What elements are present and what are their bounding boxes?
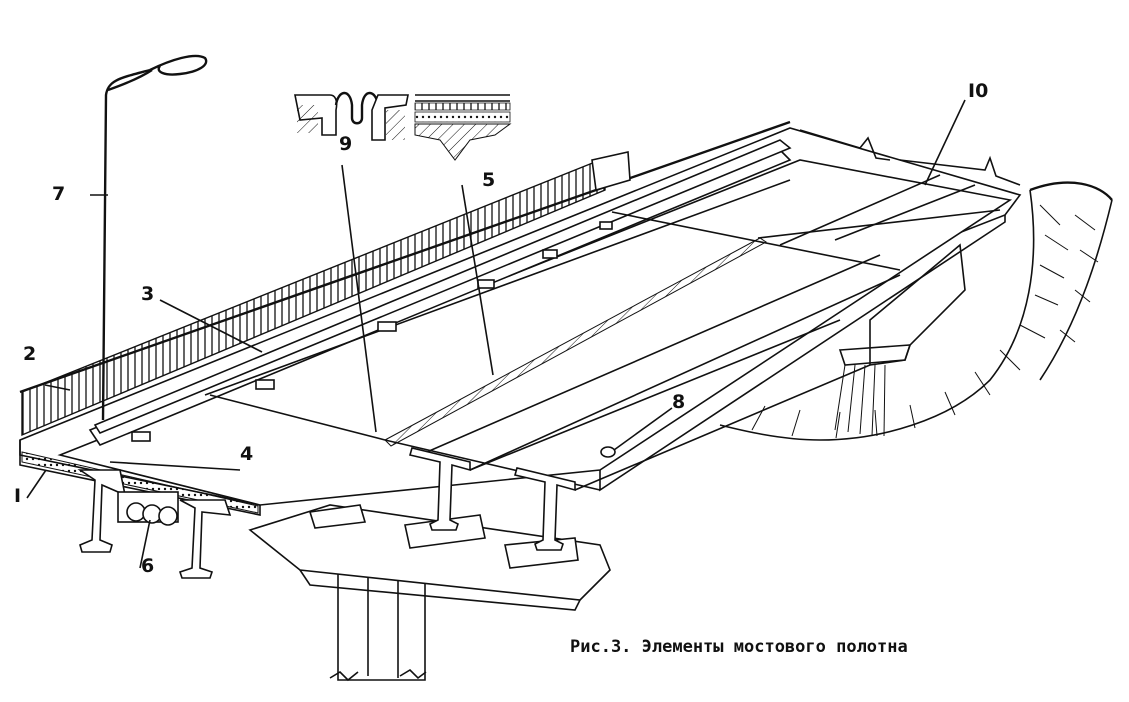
embankment-slope: [719, 181, 1113, 441]
callout-labels: I 2 3 4 5 6 7 8 9 I0: [14, 80, 988, 577]
callout-3: 3: [141, 283, 154, 305]
callout-9: 9: [339, 133, 352, 155]
expansion-joints: [209, 209, 1001, 471]
figure-caption: Рис.3. Элементы мостового полотна: [570, 637, 908, 657]
drainage-outlets: [131, 221, 613, 442]
leader-lines: [26, 99, 966, 569]
girders: [77, 319, 871, 579]
inset-pavement-layers: [414, 94, 512, 161]
callout-7: 7: [52, 183, 65, 205]
inset-joint-section: [294, 91, 409, 141]
lane-markings: [419, 174, 976, 456]
callout-6: 6: [141, 555, 154, 577]
callout-10: I0: [968, 80, 988, 102]
callout-4: 4: [240, 443, 253, 465]
callout-5: 5: [482, 169, 495, 191]
callout-2: 2: [23, 343, 36, 365]
lighting-pole: [101, 54, 208, 421]
pier-column: [329, 570, 427, 682]
railing: [19, 120, 791, 437]
drain-grate: [600, 446, 616, 458]
pier-cap: [248, 504, 611, 611]
callout-8: 8: [672, 391, 685, 413]
break-marks: [799, 129, 1021, 186]
utility-pipes: [117, 491, 179, 526]
callout-1: I: [14, 485, 21, 507]
